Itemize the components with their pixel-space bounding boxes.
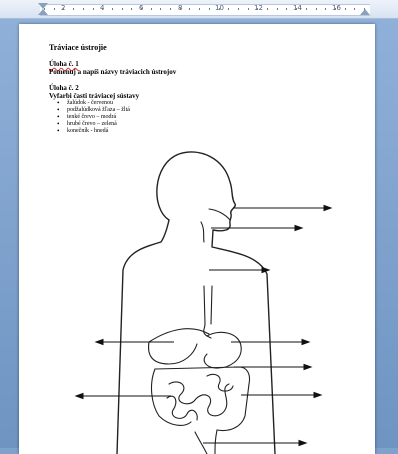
ruler-tick: [93, 8, 94, 10]
ruler-tick: [180, 8, 181, 10]
ruler-tick: [286, 8, 287, 10]
right-indent-marker[interactable]: [360, 9, 370, 15]
ruler-tick: [296, 8, 297, 10]
ruler-tick: [228, 8, 229, 10]
digestive-system-diagram: [19, 24, 375, 454]
ruler-tick: [335, 8, 336, 10]
liver: [149, 342, 197, 364]
ruler-label: 16: [332, 3, 341, 13]
ruler-tick: [316, 8, 317, 10]
ruler-tick: [354, 8, 355, 10]
ruler-tick: [189, 8, 190, 10]
ruler-tick: [248, 8, 249, 10]
ruler-tick: [257, 8, 258, 10]
horizontal-ruler[interactable]: 2 4 6 8 10 12 14 16: [0, 0, 398, 19]
diaphragm: [149, 329, 209, 342]
ruler-tick: [199, 8, 200, 10]
ruler-tick: [44, 8, 45, 10]
ruler-tick: [306, 8, 307, 10]
ruler-tick: [83, 8, 84, 10]
ruler-tick: [102, 8, 103, 10]
ruler-tick: [325, 8, 326, 10]
ruler-tick: [73, 8, 74, 10]
ruler-text-area: [40, 4, 370, 16]
small-intestine-2: [167, 396, 197, 420]
ruler-tick: [238, 8, 239, 10]
ruler-tick: [267, 8, 268, 10]
esophagus-left: [204, 286, 211, 338]
ruler-label: 14: [293, 3, 302, 13]
ruler-tick: [219, 8, 220, 10]
mouth-line: [209, 209, 230, 220]
rectum-right: [215, 430, 217, 454]
ruler-tick: [170, 8, 171, 10]
small-intestine-3: [207, 374, 233, 391]
ruler-tick: [63, 8, 64, 10]
ruler-tick: [151, 8, 152, 10]
large-intestine-top: [155, 367, 250, 430]
body-outline: [117, 152, 275, 454]
ruler-tick: [345, 8, 346, 10]
ruler-tick: [112, 8, 113, 10]
hanging-indent-marker[interactable]: [38, 9, 48, 15]
esophagus-right: [211, 286, 212, 324]
ruler-tick: [54, 8, 55, 10]
ruler-tick: [277, 8, 278, 10]
ruler-tick: [160, 8, 161, 10]
ruler-tick: [141, 8, 142, 10]
small-intestine-1: [169, 382, 229, 416]
ruler-tick: [364, 8, 365, 10]
document-page[interactable]: Tráviace ústrojie Úloha č. 1 Pomenuj a n…: [19, 24, 375, 454]
ruler-tick: [131, 8, 132, 10]
digestive-organs: [149, 209, 250, 454]
ruler-tick: [122, 8, 123, 10]
ruler-label: 12: [254, 3, 263, 13]
ruler-tick: [209, 8, 210, 10]
